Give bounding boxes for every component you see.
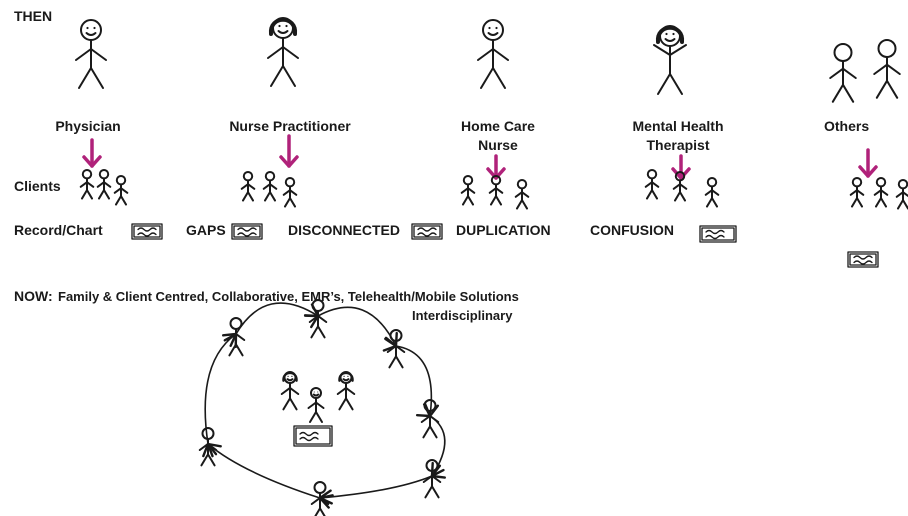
record-label-disconnected: DISCONNECTED [288, 222, 401, 238]
care-circle-arc-6 [223, 302, 320, 349]
now-heading: NOW: [14, 288, 53, 304]
record-icon-disconnected [411, 223, 443, 240]
clients-label: Clients [14, 178, 61, 194]
family-figure-1 [280, 371, 300, 411]
role-label-others: Others [824, 118, 870, 134]
client-figure-4-1 [873, 177, 889, 208]
client-figure-3-0 [644, 169, 660, 200]
role-label-mental-health: Mental Health [632, 118, 724, 134]
role-label-home-care-nurse: Nurse [478, 137, 518, 153]
record-label-confusion: CONFUSION [590, 222, 674, 238]
client-figure-3-1 [672, 171, 688, 202]
client-figure-1-2 [282, 177, 298, 208]
care-team-figure-1 [226, 317, 246, 357]
family-figure-3 [336, 371, 356, 411]
arrow-mental-health [671, 154, 691, 180]
others-figure-1 [829, 43, 857, 103]
record-label-record-chart: Record/Chart [14, 222, 103, 238]
record-label-duplication: DUPLICATION [456, 222, 551, 238]
record-icon-confusion [699, 225, 737, 243]
record-label-gaps: GAPS [186, 222, 226, 238]
client-figure-4-2 [895, 179, 908, 210]
record-icon-record-chart [131, 223, 163, 240]
arrow-home-care [486, 154, 506, 180]
client-figure-0-1 [96, 169, 112, 200]
home-care-nurse-figure [477, 19, 509, 89]
care-team-figure-0 [308, 299, 328, 339]
care-team-figure-2 [386, 329, 406, 369]
arrow-others [858, 148, 878, 178]
care-team-figure-6 [310, 481, 330, 516]
care-team-figure-4 [422, 459, 442, 499]
client-figure-2-1 [488, 175, 504, 206]
role-label-physician: Physician [55, 118, 121, 134]
now-subtitle-interdisciplinary: Interdisciplinary [412, 308, 513, 323]
client-figure-1-1 [262, 171, 278, 202]
care-team-figure-3 [420, 399, 440, 439]
client-figure-3-2 [704, 177, 720, 208]
arrow-nurse-practitioner [279, 134, 299, 168]
now-subtitle: Family & Client Centred, Collaborative, … [58, 289, 519, 304]
care-circle-arc-4 [206, 442, 334, 509]
record-icon-others [847, 251, 879, 268]
physician-figure [75, 19, 107, 89]
record-icon-gaps [231, 223, 263, 240]
client-figure-1-0 [240, 171, 256, 202]
care-team-figure-5 [198, 427, 218, 467]
then-heading: THEN [14, 8, 53, 24]
client-figure-0-0 [79, 169, 95, 200]
family-figure-2 [307, 387, 325, 423]
care-circle-arc-1 [382, 336, 440, 418]
client-figure-2-0 [460, 175, 476, 206]
care-circle-arc-0 [303, 306, 398, 348]
role-label-nurse-practitioner: Nurse Practitioner [229, 118, 351, 134]
role-label-home-care: Home Care [461, 118, 535, 134]
care-circle-arc-3 [318, 464, 446, 505]
nurse-practitioner-figure [267, 17, 299, 87]
arrow-physician [82, 138, 102, 168]
client-figure-2-2 [514, 179, 530, 210]
shared-record-icon [293, 425, 333, 447]
client-figure-0-2 [113, 175, 129, 206]
mental-health-therapist-figure [653, 25, 687, 95]
others-figure-2 [873, 39, 901, 99]
client-figure-4-0 [849, 177, 865, 208]
role-label-therapist: Therapist [646, 137, 710, 153]
